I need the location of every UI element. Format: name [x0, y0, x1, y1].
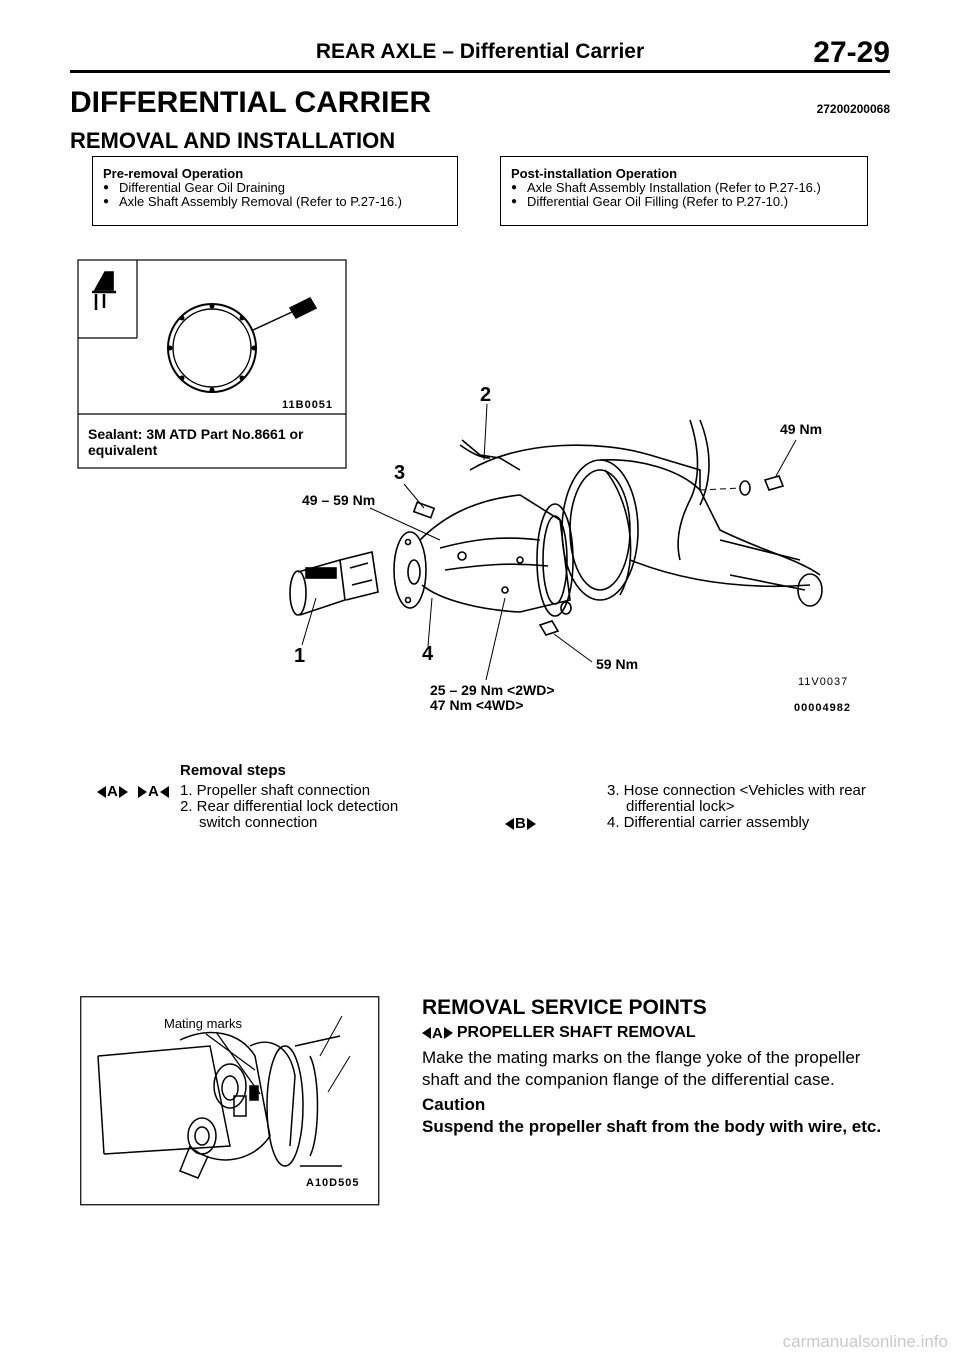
watermark: carmanualsonline.info — [782, 1332, 948, 1351]
torque-label: 49 Nm — [780, 421, 823, 437]
post-installation-title: Post-installation Operation — [511, 166, 678, 181]
callout-3: 3 — [394, 462, 406, 484]
sealant-figure-code: 11B0051 — [282, 399, 334, 411]
pre-removal-title: Pre-removal Operation — [103, 166, 244, 181]
caution-text: Suspend the propeller shaft from the bod… — [422, 1117, 882, 1136]
torque-label: 47 Nm <4WD> — [430, 697, 524, 713]
mark-arrow-right-icon — [443, 1027, 453, 1039]
service-point-body: Make the mating marks on the flange yoke… — [422, 1048, 861, 1089]
mark-letter: A — [107, 783, 118, 800]
torque-label: 25 – 29 Nm <2WD> — [430, 682, 555, 698]
removal-step: 3. Hose connection <Vehicles with rear — [607, 782, 866, 799]
torque-label: 49 – 59 Nm — [302, 492, 376, 508]
pre-removal-item: Axle Shaft Assembly Removal (Refer to P.… — [103, 195, 447, 210]
service-point-subtitle: PROPELLER SHAFT REMOVAL — [456, 1024, 696, 1041]
page-number: 27-29 — [813, 36, 890, 69]
mark-arrow-left-icon — [97, 785, 106, 798]
differential-carrier-illustration — [77, 259, 823, 681]
caution-title: Caution — [422, 1095, 486, 1114]
section-title: DIFFERENTIAL CARRIER — [70, 86, 432, 119]
mark-letter: A — [148, 783, 159, 800]
mating-marks-label: Mating marks — [164, 1016, 243, 1031]
removal-step: switch connection — [199, 814, 318, 831]
removal-steps-title: Removal steps — [180, 762, 286, 779]
figure-code: A10D505 — [306, 1177, 360, 1189]
mark-arrow-left-icon — [422, 1027, 431, 1039]
service-points-title: REMOVAL SERVICE POINTS — [422, 996, 707, 1019]
mark-arrow-right-icon — [138, 785, 147, 798]
mark-arrow-left-icon — [159, 785, 169, 798]
callout-1: 1 — [294, 645, 306, 667]
service-mark-a-reverse: A — [138, 783, 169, 803]
post-installation-item: Differential Gear Oil Filling (Refer to … — [511, 195, 857, 210]
removal-step: 2. Rear differential lock detection — [180, 798, 399, 815]
section-subtitle: REMOVAL AND INSTALLATION — [70, 128, 396, 153]
service-point-heading: A PROPELLER SHAFT REMOVAL — [422, 1024, 696, 1042]
removal-step: 4. Differential carrier assembly — [607, 814, 810, 831]
mating-marks-illustration — [80, 996, 380, 1206]
torque-label: 59 Nm — [596, 656, 639, 672]
callout-4: 4 — [422, 643, 434, 665]
service-mark-b: B — [505, 815, 536, 835]
pre-removal-item: Differential Gear Oil Draining — [103, 181, 447, 196]
post-installation-item: Axle Shaft Assembly Installation (Refer … — [511, 181, 857, 196]
sealant-spec-text: Sealant: 3M ATD Part No.8661 or equivale… — [88, 426, 304, 458]
removal-step: differential lock> — [626, 798, 735, 815]
pre-removal-box: Pre-removal Operation Differential Gear … — [92, 156, 458, 226]
service-mark-a-forward: A — [97, 783, 128, 803]
mark-letter: B — [515, 815, 526, 832]
mark-arrow-left-icon — [505, 817, 514, 830]
mark-arrow-right-icon — [526, 817, 536, 830]
post-installation-box: Post-installation Operation Axle Shaft A… — [500, 156, 868, 226]
page-header-title: REAR AXLE – Differential Carrier — [315, 40, 645, 63]
figure-code: 11V0037 — [798, 676, 849, 688]
mark-arrow-right-icon — [118, 785, 128, 798]
removal-step: 1. Propeller shaft connection — [180, 782, 371, 799]
callout-2: 2 — [480, 384, 492, 406]
header-rule — [70, 70, 890, 73]
document-id: 27200200068 — [816, 102, 890, 116]
figure-code: 00004982 — [794, 702, 851, 714]
mark-letter: A — [432, 1024, 443, 1042]
